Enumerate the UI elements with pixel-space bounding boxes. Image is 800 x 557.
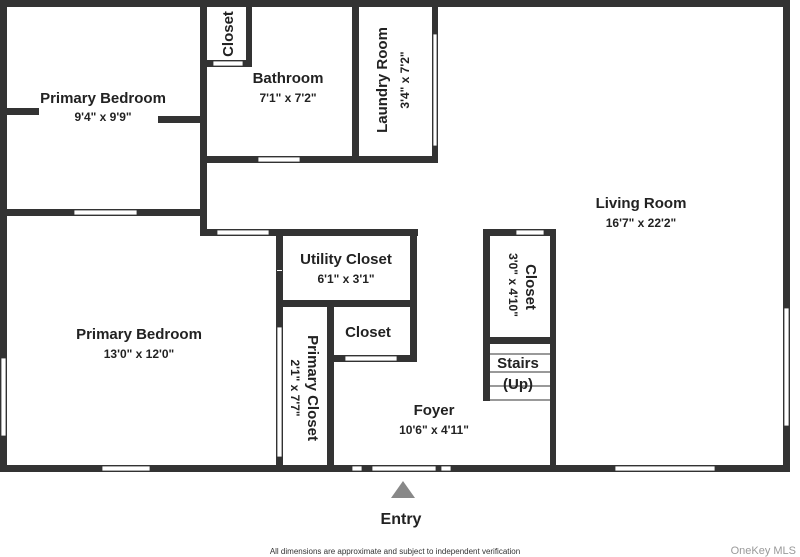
- wall-bedroom-upper-stub: [7, 108, 39, 115]
- window-laundry: [432, 33, 438, 147]
- room-dims-utility-closet: 6'1" x 3'1": [317, 272, 374, 286]
- window-bathroom: [257, 156, 301, 163]
- wall-utility-right: [410, 229, 417, 362]
- watermark: OneKey MLS: [731, 545, 796, 557]
- window-bottom-entry: [371, 465, 437, 472]
- wall-living-closet-right: [550, 229, 556, 472]
- wall-outer-right: [783, 0, 790, 472]
- room-name-foyer-closet: Closet: [345, 324, 391, 341]
- room-name-utility-closet: Utility Closet: [300, 251, 392, 268]
- room-dims-primary-bedroom-upper: 9'4" x 9'9": [74, 110, 131, 124]
- wall-hall-bottom: [200, 229, 418, 236]
- window-right-wall: [783, 307, 790, 427]
- wall-bedroom-upper-stub-right: [158, 116, 206, 123]
- window-left-wall: [0, 357, 7, 437]
- room-name-primary-bedroom-lower: Primary Bedroom: [76, 326, 202, 343]
- window-hall: [216, 229, 270, 236]
- wall-outer-top: [0, 0, 790, 7]
- room-name-living-closet: Closet: [522, 264, 539, 310]
- room-dims-living-closet: 3'0" x 4'10": [506, 253, 520, 317]
- wall-living-closet-left: [483, 229, 490, 401]
- entry-door-jambs: [351, 465, 452, 472]
- room-name-bathroom-closet: Closet: [220, 11, 237, 57]
- entry-jamb-right: [440, 465, 452, 472]
- entry-jamb-left: [351, 465, 363, 472]
- window-bedroom-divider: [73, 209, 138, 216]
- wall-bath-laundry: [352, 7, 359, 163]
- window-living-closet: [515, 229, 545, 236]
- room-dims-foyer: 10'6" x 4'11": [399, 423, 469, 437]
- window-bottom-bedroom: [101, 465, 151, 472]
- window-utility: [277, 270, 282, 271]
- stairs-treads: [490, 353, 550, 401]
- dimensions-footnote: All dimensions are approximate and subje…: [270, 547, 520, 556]
- room-dims-primary-closet: 2'1" x 7'7": [288, 359, 302, 416]
- room-dims-bathroom: 7'1" x 7'2": [259, 91, 316, 105]
- window-bottom-living: [614, 465, 716, 472]
- wall-outer-left: [0, 0, 7, 472]
- wall-primary-closet-right: [327, 307, 334, 472]
- walls: [0, 0, 790, 472]
- wall-utility-bottom: [276, 300, 417, 307]
- wall-utility-left: [276, 229, 283, 307]
- window-foyer-closet: [344, 355, 398, 362]
- room-name-living-room: Living Room: [596, 195, 687, 212]
- room-stairs-direction: (Up): [503, 376, 533, 393]
- room-dims-living-room: 16'7" x 22'2": [606, 216, 676, 230]
- entry-label: Entry: [381, 511, 422, 528]
- room-name-primary-closet: Primary Closet: [304, 335, 321, 441]
- room-dims-laundry-room: 3'4" x 7'2": [398, 51, 412, 108]
- wall-closet-right: [246, 7, 252, 67]
- window-primary-closet: [276, 326, 283, 458]
- room-name-foyer: Foyer: [414, 402, 455, 419]
- entry-arrow-icon: [391, 481, 415, 498]
- room-name-stairs: Stairs: [497, 355, 539, 372]
- room-name-laundry-room: Laundry Room: [374, 27, 391, 133]
- wall-closet-stairs: [483, 337, 556, 344]
- room-name-primary-bedroom-upper: Primary Bedroom: [40, 90, 166, 107]
- room-name-bathroom: Bathroom: [253, 70, 324, 87]
- window-closet-top: [212, 60, 244, 67]
- wall-bath-bottom: [200, 156, 438, 163]
- room-dims-primary-bedroom-lower: 13'0" x 12'0": [104, 347, 174, 361]
- windows: [0, 33, 790, 472]
- wall-bedroom-bath: [200, 7, 207, 236]
